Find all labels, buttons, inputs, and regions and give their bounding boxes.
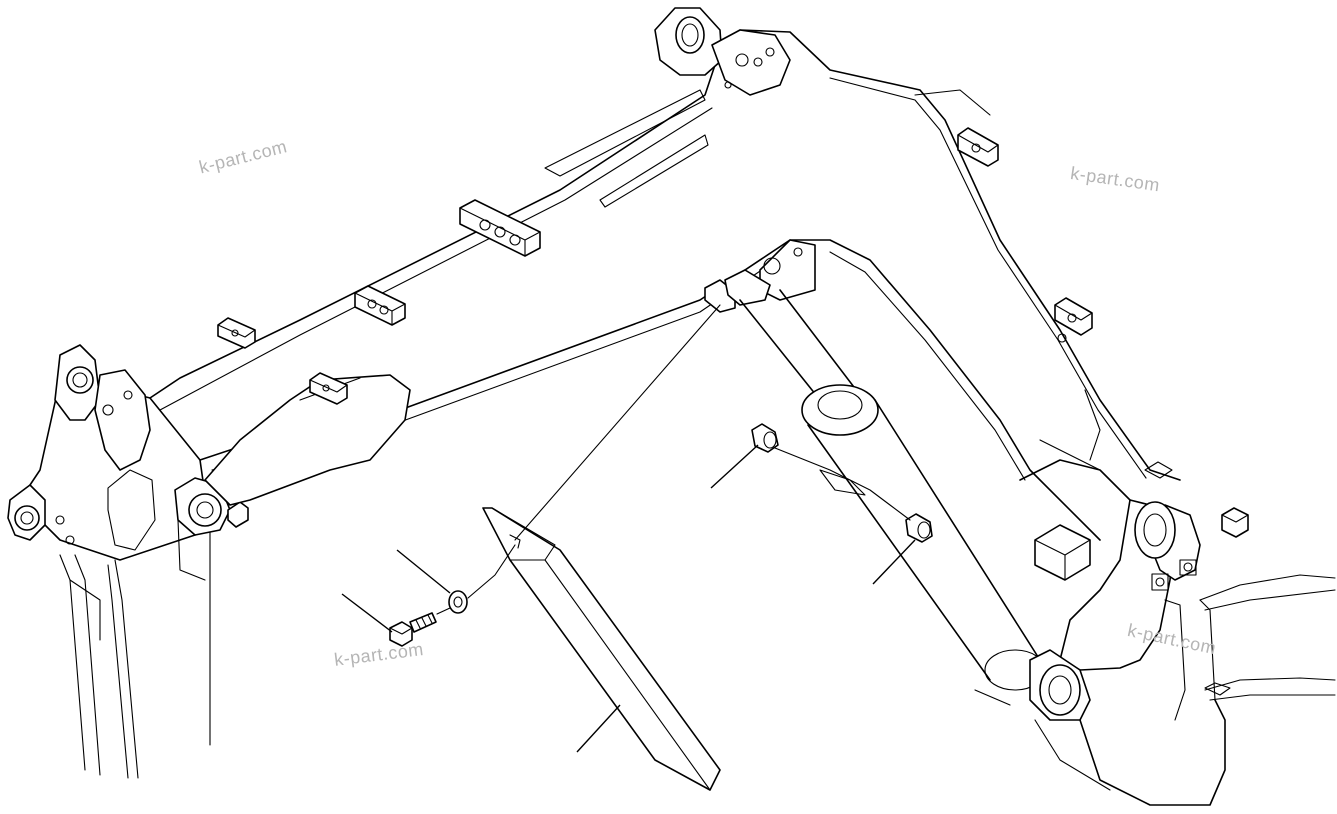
hose-clamps (217, 127, 1093, 405)
assembly-guide-lines (436, 304, 911, 615)
boom-foot (1019, 459, 1336, 806)
hose-clamp-upper-left (217, 317, 256, 349)
washer (448, 590, 468, 614)
leader-lines (341, 444, 916, 753)
boom-cylinder (704, 239, 1046, 706)
bolt (389, 612, 437, 647)
hose-clamp-boom-right-top (957, 127, 999, 167)
boom-arm-joint (174, 374, 411, 536)
hose-clamp-lower-left (309, 372, 348, 405)
boom-top-pin-boss (654, 7, 791, 96)
hose-clamp-double (354, 285, 406, 326)
cover-plate (482, 507, 721, 791)
plug-upper (751, 423, 779, 453)
plug-lower (905, 513, 933, 543)
hose-clamp-triple (459, 199, 541, 257)
arm (7, 344, 211, 779)
hose-clamp-boom-right-mid (1054, 297, 1093, 343)
